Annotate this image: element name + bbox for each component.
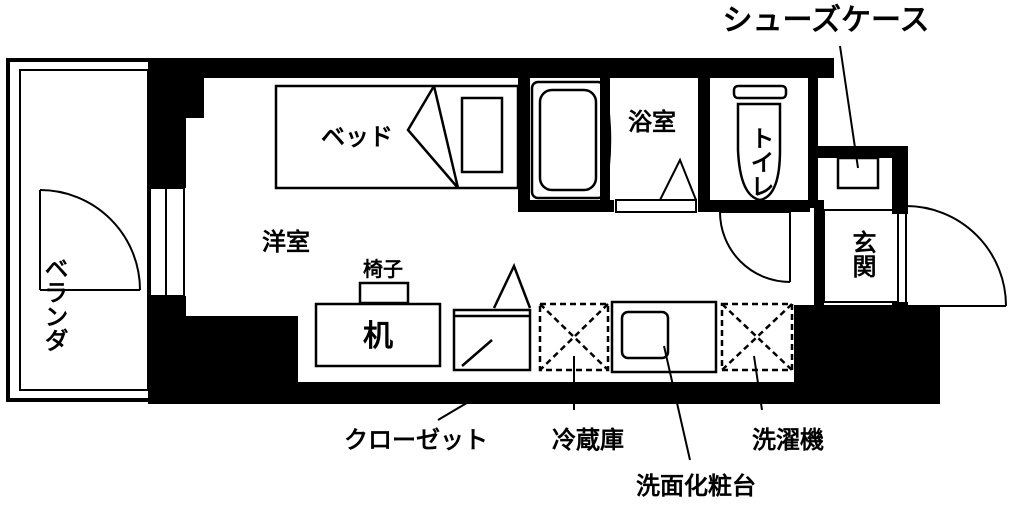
- label-bath: 浴室: [628, 108, 676, 136]
- leader-lines: [437, 45, 859, 461]
- entrance-door[interactable]: [905, 205, 1007, 307]
- toilet-door[interactable]: [719, 211, 791, 283]
- balcony: [6, 58, 154, 402]
- fridge: [538, 302, 610, 372]
- bathtub: [530, 80, 612, 200]
- label-washbasin: 洗面化粧台: [636, 472, 756, 500]
- label-balcony: ベランダ: [40, 256, 68, 352]
- label-closet: クローゼット: [344, 426, 488, 454]
- bed: [274, 84, 520, 190]
- walls: [148, 58, 940, 404]
- balcony-door[interactable]: [39, 189, 141, 291]
- label-western-room: 洋室: [262, 228, 310, 256]
- bath-door[interactable]: [615, 157, 697, 213]
- label-toilet: トイレ: [746, 126, 774, 198]
- washbasin: [610, 300, 718, 374]
- label-chair: 椅子: [363, 257, 403, 281]
- label-desk: 机: [363, 319, 393, 354]
- label-entrance: 玄関: [848, 229, 876, 278]
- label-fridge: 冷蔵庫: [552, 426, 624, 454]
- desk: [314, 281, 442, 368]
- balcony-window: [149, 187, 185, 297]
- label-washing-machine: 洗濯機: [752, 426, 824, 454]
- entrance-area: [823, 209, 899, 303]
- washing-machine: [720, 302, 794, 372]
- label-shoes-case: シューズケース: [723, 3, 930, 38]
- label-bed: ベッド: [321, 123, 393, 151]
- closet: [452, 262, 532, 372]
- toilet: [732, 84, 788, 202]
